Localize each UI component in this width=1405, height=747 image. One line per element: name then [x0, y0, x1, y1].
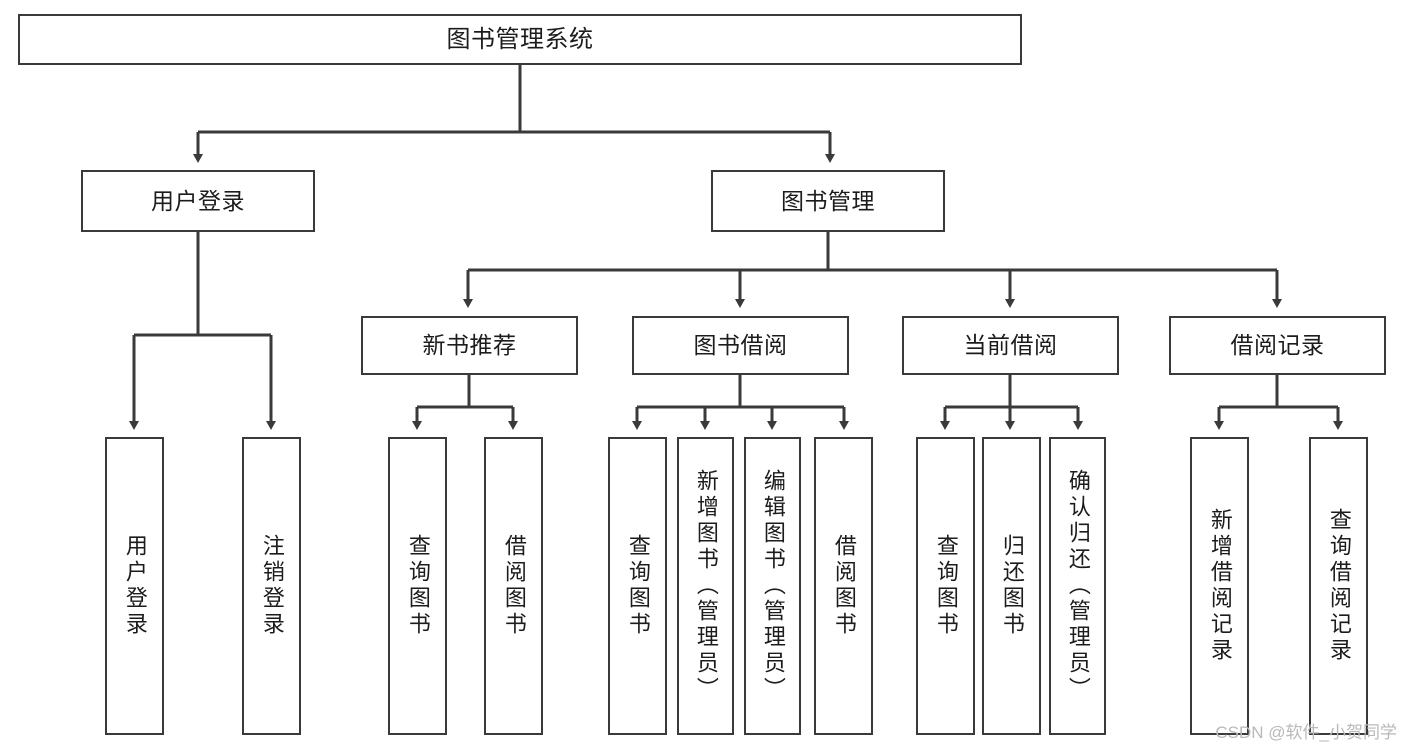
- node-leaf-add-book-label: 新增图书（管理员）: [693, 469, 719, 703]
- node-new-book-rec-label: 新书推荐: [422, 332, 517, 359]
- node-leaf-edit-book-label: 编辑图书（管理员）: [760, 469, 786, 703]
- node-borrow-record[interactable]: 借阅记录: [1169, 316, 1386, 375]
- node-leaf-query-book-1[interactable]: 查询图书: [388, 437, 447, 735]
- node-book-borrow-label: 图书借阅: [693, 332, 788, 359]
- node-borrow-record-label: 借阅记录: [1230, 332, 1325, 359]
- node-leaf-borrow-book-1-label: 借阅图书: [501, 534, 527, 638]
- node-leaf-user-login[interactable]: 用户登录: [105, 437, 164, 735]
- node-leaf-query-book-1-label: 查询图书: [405, 534, 431, 638]
- node-leaf-logout-label: 注销登录: [259, 534, 285, 638]
- node-leaf-add-book[interactable]: 新增图书（管理员）: [677, 437, 734, 735]
- node-leaf-query-book-3-label: 查询图书: [933, 534, 959, 638]
- node-leaf-query-record[interactable]: 查询借阅记录: [1309, 437, 1368, 735]
- node-book-borrow[interactable]: 图书借阅: [632, 316, 849, 375]
- node-root[interactable]: 图书管理系统: [18, 14, 1022, 65]
- node-leaf-query-book-3[interactable]: 查询图书: [916, 437, 975, 735]
- node-leaf-confirm-return[interactable]: 确认归还（管理员）: [1049, 437, 1106, 735]
- node-book-manage-label: 图书管理: [781, 187, 875, 214]
- node-leaf-add-record[interactable]: 新增借阅记录: [1190, 437, 1249, 735]
- node-leaf-query-book-2-label: 查询图书: [625, 534, 651, 638]
- node-leaf-query-record-label: 查询借阅记录: [1326, 508, 1352, 664]
- node-leaf-user-login-label: 用户登录: [122, 534, 148, 638]
- node-root-label: 图书管理系统: [446, 25, 594, 53]
- node-leaf-logout[interactable]: 注销登录: [242, 437, 301, 735]
- node-leaf-query-book-2[interactable]: 查询图书: [608, 437, 667, 735]
- node-user-login-label: 用户登录: [151, 187, 245, 214]
- node-leaf-return-book[interactable]: 归还图书: [982, 437, 1041, 735]
- node-leaf-borrow-book-2[interactable]: 借阅图书: [814, 437, 873, 735]
- csdn-watermark: CSDN @软件_小贺同学: [1215, 723, 1397, 742]
- node-leaf-edit-book[interactable]: 编辑图书（管理员）: [744, 437, 801, 735]
- node-leaf-confirm-return-label: 确认归还（管理员）: [1065, 469, 1091, 703]
- node-leaf-return-book-label: 归还图书: [999, 534, 1025, 638]
- node-book-manage[interactable]: 图书管理: [711, 170, 945, 232]
- node-leaf-borrow-book-1[interactable]: 借阅图书: [484, 437, 543, 735]
- node-leaf-add-record-label: 新增借阅记录: [1207, 508, 1233, 664]
- node-current-borrow-label: 当前借阅: [963, 332, 1058, 359]
- node-user-login[interactable]: 用户登录: [81, 170, 315, 232]
- node-new-book-rec[interactable]: 新书推荐: [361, 316, 578, 375]
- node-leaf-borrow-book-2-label: 借阅图书: [831, 534, 857, 638]
- node-current-borrow[interactable]: 当前借阅: [902, 316, 1119, 375]
